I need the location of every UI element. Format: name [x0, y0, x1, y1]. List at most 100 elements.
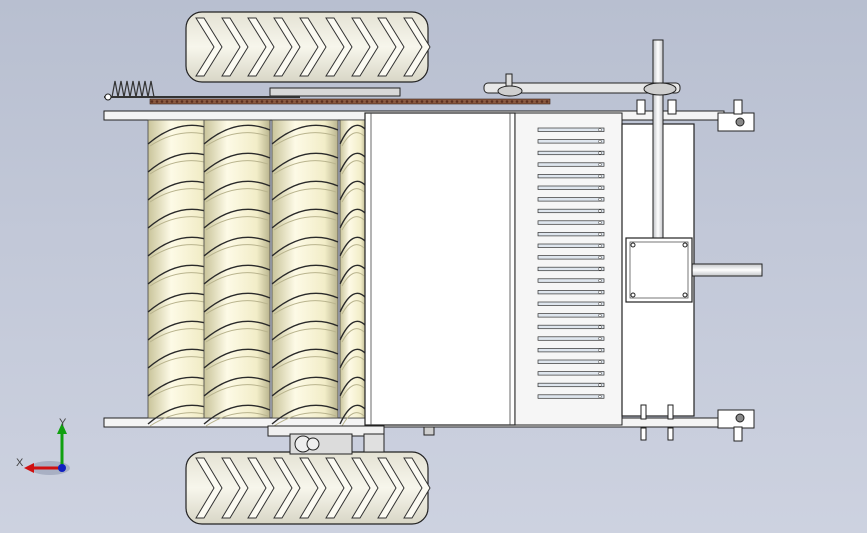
chain-link	[245, 100, 249, 103]
chain-link	[285, 100, 289, 103]
chain-link	[490, 100, 494, 103]
comb-tooth	[537, 185, 605, 190]
comb-tooth	[537, 336, 605, 341]
chain-link	[545, 100, 549, 103]
auger-flight-shade	[205, 328, 269, 343]
tread-lug	[325, 17, 353, 77]
tread-lug	[273, 457, 301, 519]
comb-tooth	[537, 139, 605, 144]
spring-tensioner[interactable]	[104, 80, 300, 101]
comb-pin	[598, 313, 602, 318]
chain-link	[270, 100, 274, 103]
chain-link	[535, 100, 539, 103]
chain-link	[250, 100, 254, 103]
auger-flight-shade	[273, 384, 337, 399]
chain-link	[330, 100, 334, 103]
chain-link	[395, 100, 399, 103]
auger-flight	[271, 292, 339, 313]
chain-link	[475, 100, 479, 103]
chain-link	[530, 100, 534, 103]
chain-link	[235, 100, 239, 103]
comb-pin	[598, 336, 602, 341]
chain-link	[510, 100, 514, 103]
tread-lug	[351, 17, 379, 77]
auger-flight	[339, 292, 367, 313]
chain-link	[170, 100, 174, 103]
auger-flight	[339, 180, 367, 201]
comb-tooth	[537, 232, 605, 237]
chain-link	[205, 100, 209, 103]
y-axis-label: Y	[59, 417, 67, 429]
tread-lug	[221, 457, 249, 519]
auger-flight-shade	[205, 272, 269, 287]
auger-flight-shade	[273, 272, 337, 287]
chain-link	[325, 100, 329, 103]
auger-flight-shade	[205, 216, 269, 231]
auger-flight	[271, 208, 339, 229]
chain-link	[445, 100, 449, 103]
auger-flight	[203, 124, 271, 145]
auger-flight	[271, 348, 339, 369]
comb-tooth	[537, 162, 605, 167]
top-tire[interactable]	[185, 11, 431, 83]
auger-flight-shade	[273, 188, 337, 203]
comb-pin	[598, 267, 602, 271]
auger-flight-shade	[341, 244, 365, 259]
tread-lug	[247, 17, 275, 77]
chain-link	[415, 100, 419, 103]
chain-link	[185, 100, 189, 103]
chain-drive[interactable]	[149, 73, 681, 105]
auger-flight	[339, 320, 367, 341]
chain-link	[165, 100, 169, 103]
chain-link	[230, 100, 234, 103]
comb-tooth	[537, 278, 605, 283]
auger-flight	[271, 264, 339, 285]
comb-tooth	[537, 150, 605, 156]
chain-link	[365, 100, 369, 103]
auger-roller	[203, 119, 271, 419]
auger-flight	[339, 124, 367, 145]
comb-pin	[598, 220, 602, 225]
comb-teeth[interactable]	[537, 127, 605, 399]
auger-flight	[203, 180, 271, 201]
auger-flight	[271, 152, 339, 173]
auger-flight-shade	[273, 300, 337, 315]
comb-pin	[598, 197, 602, 202]
comb-tooth	[537, 197, 605, 202]
auger-flight-shade	[273, 132, 337, 147]
auger-rollers[interactable]	[147, 119, 367, 427]
auger-flight	[271, 320, 339, 341]
tread-lug	[299, 457, 327, 519]
auger-roller	[271, 119, 339, 419]
auger-flight	[271, 180, 339, 201]
chain-link	[335, 100, 339, 103]
auger-flight	[203, 348, 271, 369]
auger-flight-shade	[341, 356, 365, 371]
chain-link	[155, 100, 159, 103]
comb-tooth	[537, 127, 605, 132]
auger-flight	[203, 320, 271, 341]
chain-link	[355, 100, 359, 103]
chain-link	[410, 100, 414, 103]
auger-flight-shade	[341, 412, 365, 427]
auger-flight	[339, 152, 367, 173]
chain-link	[350, 100, 354, 103]
tread-lug	[325, 457, 353, 519]
chain-link	[480, 100, 484, 103]
bottom-tire[interactable]	[185, 451, 431, 525]
comb-pin	[598, 383, 602, 387]
chain-link	[450, 100, 454, 103]
bottom-bearing-assembly[interactable]	[267, 425, 435, 455]
chain-link	[360, 100, 364, 103]
chain-link	[425, 100, 429, 103]
tread-lug	[195, 457, 223, 519]
comb-pin	[598, 255, 602, 260]
gearbox[interactable]	[625, 237, 693, 303]
comb-pin	[598, 290, 602, 294]
auger-flight-shade	[273, 216, 337, 231]
chain-link	[240, 100, 244, 103]
auger-flight	[339, 376, 367, 397]
comb-tooth	[537, 174, 605, 179]
z-axis-dot	[58, 464, 66, 472]
